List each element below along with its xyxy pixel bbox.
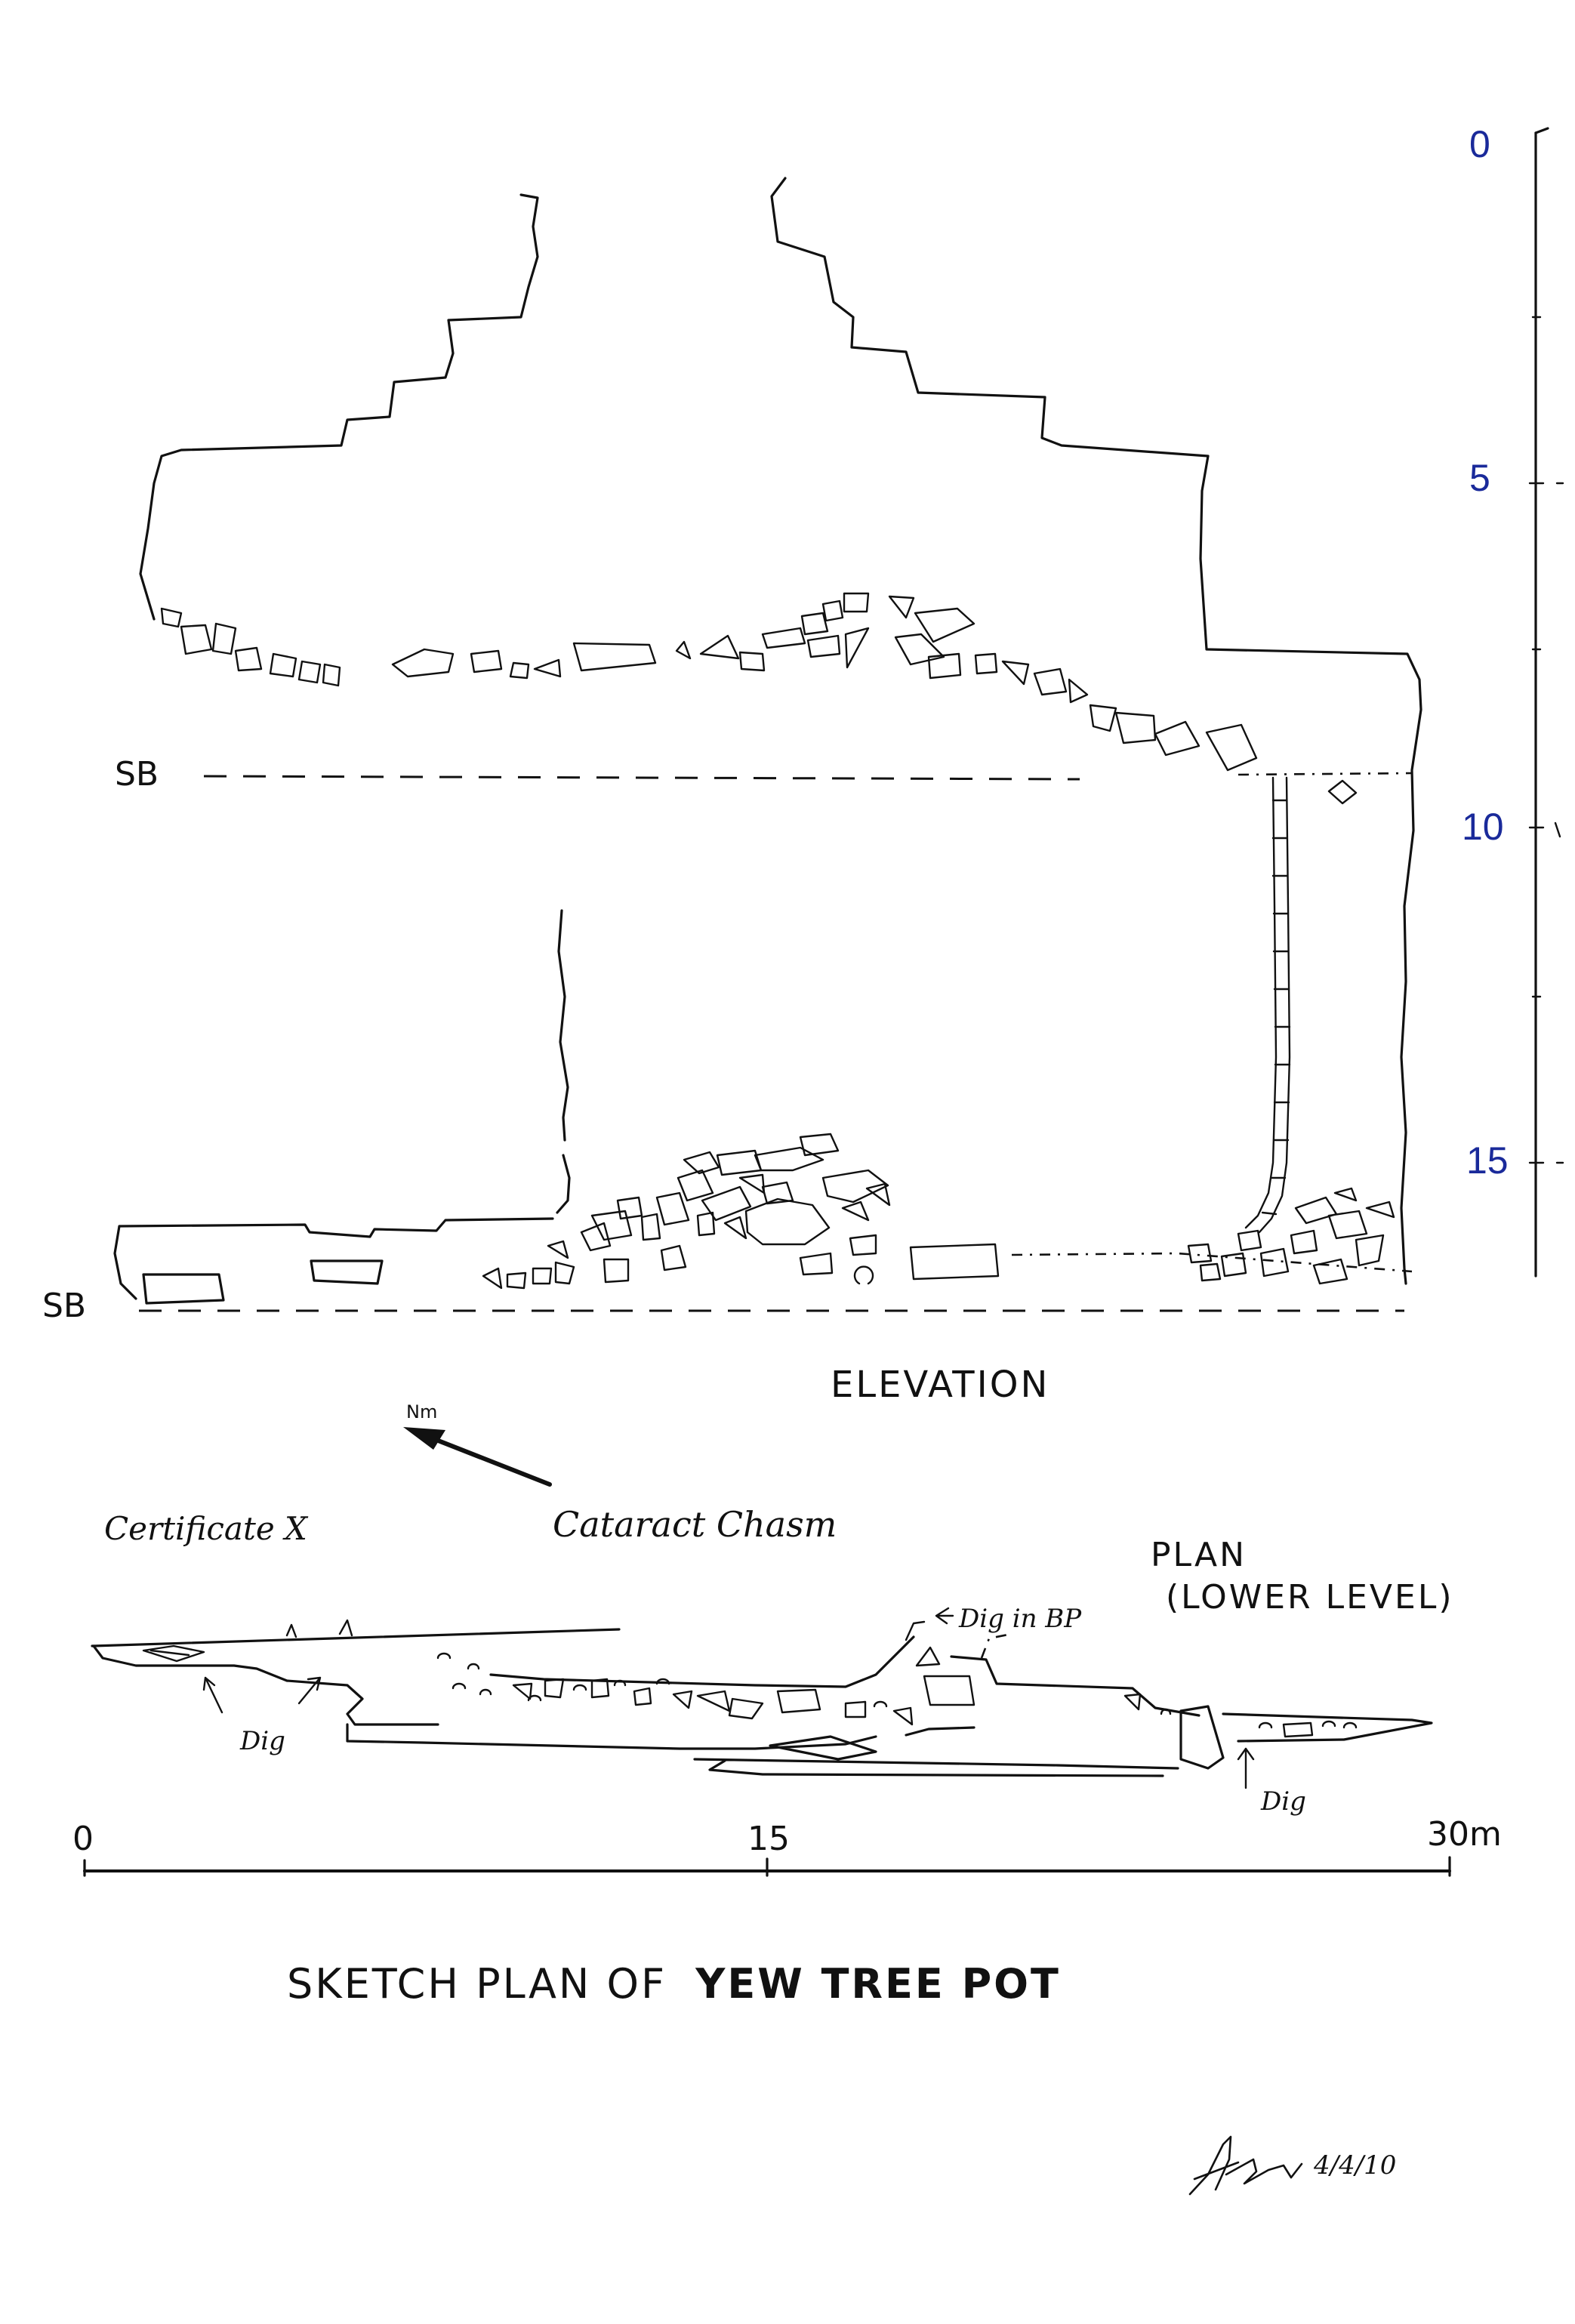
plan-dig-right-label: Dig bbox=[1261, 1786, 1306, 1817]
plan-dotted-edge bbox=[980, 1632, 1012, 1659]
scale-tick-15: 15 bbox=[747, 1820, 790, 1858]
plan-dig-left-pointer-1 bbox=[202, 1676, 223, 1714]
elevation-lower-boulders bbox=[482, 1133, 1395, 1290]
plan-dig-bp-label: Dig in BP bbox=[959, 1604, 1082, 1634]
depth-tick-15: 15 bbox=[1466, 1139, 1509, 1182]
depth-tick-5: 5 bbox=[1469, 457, 1490, 499]
plan-label-certificate: Certificate X bbox=[104, 1510, 307, 1547]
plan-title-line2: (LOWER LEVEL) bbox=[1166, 1578, 1454, 1617]
depth-scale-top-cap bbox=[1534, 127, 1549, 134]
elevation-ladder-right-rail bbox=[1258, 776, 1291, 1234]
plan-dig-left-label: Dig bbox=[240, 1726, 285, 1756]
sheet-title-prefix: SKETCH PLAN OF bbox=[287, 1960, 667, 2008]
signature-date: 4/4/10 bbox=[1314, 2150, 1397, 2181]
scale-tick-30m: 30m bbox=[1427, 1815, 1502, 1854]
datum-label-upper: SB bbox=[115, 755, 159, 794]
elevation-ladder-rungs bbox=[1261, 799, 1291, 1216]
scale-tick-0: 0 bbox=[72, 1820, 94, 1858]
elevation-title: ELEVATION bbox=[831, 1364, 1050, 1406]
elevation-small-stone bbox=[1327, 779, 1358, 805]
plan-dig-bp-pit bbox=[915, 1646, 976, 1706]
plan-label-cataract-chasm: Cataract Chasm bbox=[553, 1504, 837, 1545]
plan-dig-bp-pointer bbox=[935, 1607, 954, 1625]
plan-boulders bbox=[436, 1652, 1358, 1738]
plan-bumps bbox=[285, 1619, 926, 1641]
plan-title-line1: PLAN bbox=[1151, 1536, 1247, 1574]
elevation-ladder-left-rail bbox=[1244, 776, 1278, 1229]
north-label: Nm bbox=[406, 1401, 438, 1422]
elevation-lower-passage bbox=[113, 1217, 554, 1305]
elevation-lower-left-wall bbox=[556, 909, 571, 1214]
plan-left-dig-pit bbox=[142, 1644, 205, 1663]
horizontal-scale-ticks bbox=[83, 1856, 1451, 1877]
sheet-title-name: YEW TREE POT bbox=[695, 1960, 1061, 2008]
elevation-upper-boulders bbox=[160, 592, 1258, 772]
elevation-datum-upper-right bbox=[1238, 772, 1413, 776]
elevation-shaft-left-wall bbox=[139, 193, 539, 621]
plan-dig-left-pointer-2 bbox=[297, 1676, 322, 1705]
depth-tick-10: 10 bbox=[1462, 806, 1504, 848]
plan-dig-right-pointer bbox=[1237, 1747, 1255, 1789]
north-arrow-head bbox=[403, 1427, 445, 1450]
depth-scale-ticks bbox=[1528, 316, 1564, 1164]
depth-tick-0: 0 bbox=[1469, 123, 1490, 165]
elevation-datum-upper bbox=[203, 775, 1080, 781]
signature-scribble bbox=[1188, 2135, 1303, 2196]
sheet-title: SKETCH PLAN OF YEW TREE POT bbox=[287, 1960, 1061, 2008]
plan-passage-outline bbox=[91, 1628, 1433, 1777]
elevation-shaft-right-wall bbox=[770, 177, 1422, 1285]
north-arrow-shaft bbox=[421, 1432, 552, 1487]
datum-label-lower: SB bbox=[42, 1287, 87, 1325]
elevation-floor-line bbox=[1011, 1252, 1413, 1273]
